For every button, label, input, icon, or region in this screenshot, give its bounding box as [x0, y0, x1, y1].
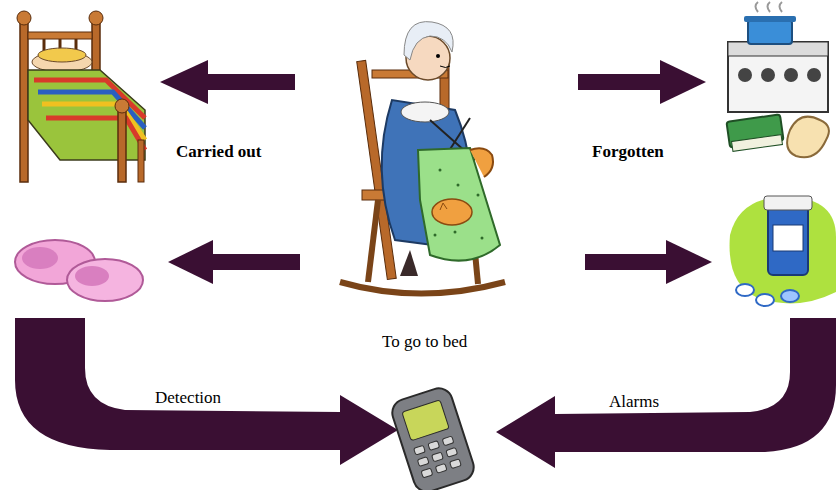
bed-illustration-part	[28, 70, 145, 160]
slippers-illustration	[15, 240, 143, 301]
medicine-illustration	[730, 196, 836, 306]
arrow-right-bottom	[585, 240, 712, 284]
stove-illustration-part	[756, 2, 783, 12]
bed-illustration-part	[89, 11, 103, 25]
arrow-right-bottom-part	[666, 240, 712, 284]
bed-illustration	[17, 11, 145, 182]
diagram-label: Alarms	[609, 393, 659, 412]
bed-illustration-part	[20, 22, 28, 182]
diagram-label: Forgotten	[592, 143, 664, 162]
slippers-illustration-part	[67, 259, 143, 301]
bed-illustration-part	[17, 11, 31, 25]
arrow-left-top	[160, 60, 295, 104]
bed-illustration-part	[115, 99, 129, 113]
medicine-illustration-part	[756, 294, 774, 306]
stove-illustration-part	[784, 68, 798, 82]
grandmother-illustration-part-part	[477, 194, 480, 197]
arrow-left-bottom	[168, 240, 300, 284]
grandmother-illustration	[340, 22, 505, 294]
grandmother-illustration-part	[440, 66, 450, 68]
diagram-label: To go to bed	[382, 333, 467, 352]
stove-illustration-part	[748, 20, 792, 44]
medicine-illustration-part	[781, 290, 799, 302]
stove-illustration-part	[761, 68, 775, 82]
stove-illustration-part	[744, 16, 796, 22]
mobile-phone-part-part	[432, 452, 444, 462]
slippers-illustration-part	[75, 266, 109, 286]
mobile-phone-part-part	[417, 457, 429, 467]
grandmother-illustration-part-part	[481, 237, 484, 240]
grandmother-illustration-part	[470, 148, 493, 177]
diagram-label: Carried out	[176, 143, 261, 162]
grandmother-illustration-part	[404, 22, 453, 60]
grandmother-illustration-part-part	[439, 169, 442, 172]
arrow-right-top-part	[660, 60, 706, 104]
grandmother-illustration-part	[418, 148, 500, 261]
arrow-right-top	[578, 60, 706, 104]
slippers-illustration-part	[22, 247, 58, 269]
arrow-left-top-part	[160, 60, 208, 104]
mobile-phone-part-part	[421, 468, 433, 478]
curved-arrow-left-part	[15, 318, 398, 465]
grandmother-illustration-part	[432, 199, 472, 225]
stove-illustration-part	[738, 68, 752, 82]
mobile-phone-part-part	[435, 463, 447, 473]
mobile-phone-part	[389, 385, 478, 490]
mobile-phone-part-part	[428, 441, 440, 451]
mobile-phone-part	[414, 436, 462, 478]
curved-arrow-right	[496, 318, 836, 468]
grandmother-illustration-part-part	[434, 234, 437, 237]
stove-illustration	[726, 2, 828, 157]
mobile-phone-part-part	[450, 459, 462, 469]
arrow-right-top-part	[578, 74, 668, 90]
grandmother-illustration-part	[400, 250, 418, 276]
grandmother-illustration-part	[436, 54, 440, 58]
bed-illustration-part	[118, 110, 126, 182]
mobile-phone-part-part	[446, 447, 458, 457]
medicine-illustration-part	[773, 225, 803, 251]
arrow-left-bottom-part	[168, 240, 213, 284]
diagram-label: Detection	[155, 389, 221, 408]
curved-arrow-left	[15, 318, 398, 465]
bed-illustration-part	[38, 48, 86, 62]
grandmother-illustration-part	[401, 102, 449, 122]
stove-illustration-part	[807, 68, 821, 82]
stove-illustration-part	[787, 117, 829, 158]
bed-illustration-part	[138, 140, 144, 182]
medicine-illustration-part	[736, 284, 754, 296]
mobile-phone	[389, 385, 478, 490]
bed-illustration-part	[46, 118, 145, 150]
stove-illustration-part	[732, 135, 783, 152]
grandmother-illustration-part-part	[454, 231, 457, 234]
arrow-left-bottom-part	[205, 254, 300, 270]
arrow-right-bottom-part	[585, 254, 673, 270]
mobile-phone-part-part	[414, 445, 426, 455]
medicine-illustration-part	[730, 197, 836, 304]
grandmother-illustration-part	[440, 203, 447, 210]
mobile-phone-part-part	[442, 436, 454, 446]
grandmother-illustration-part-part	[457, 184, 460, 187]
grandmother-illustration-part	[368, 200, 378, 282]
bed-illustration-part	[28, 32, 92, 39]
mobile-phone-part	[402, 400, 449, 441]
medicine-illustration-part	[768, 205, 808, 275]
stove-illustration-part	[728, 42, 828, 112]
arrow-left-top-part	[200, 74, 295, 90]
curved-arrow-right-part	[496, 318, 836, 468]
medicine-illustration-part	[764, 196, 812, 210]
